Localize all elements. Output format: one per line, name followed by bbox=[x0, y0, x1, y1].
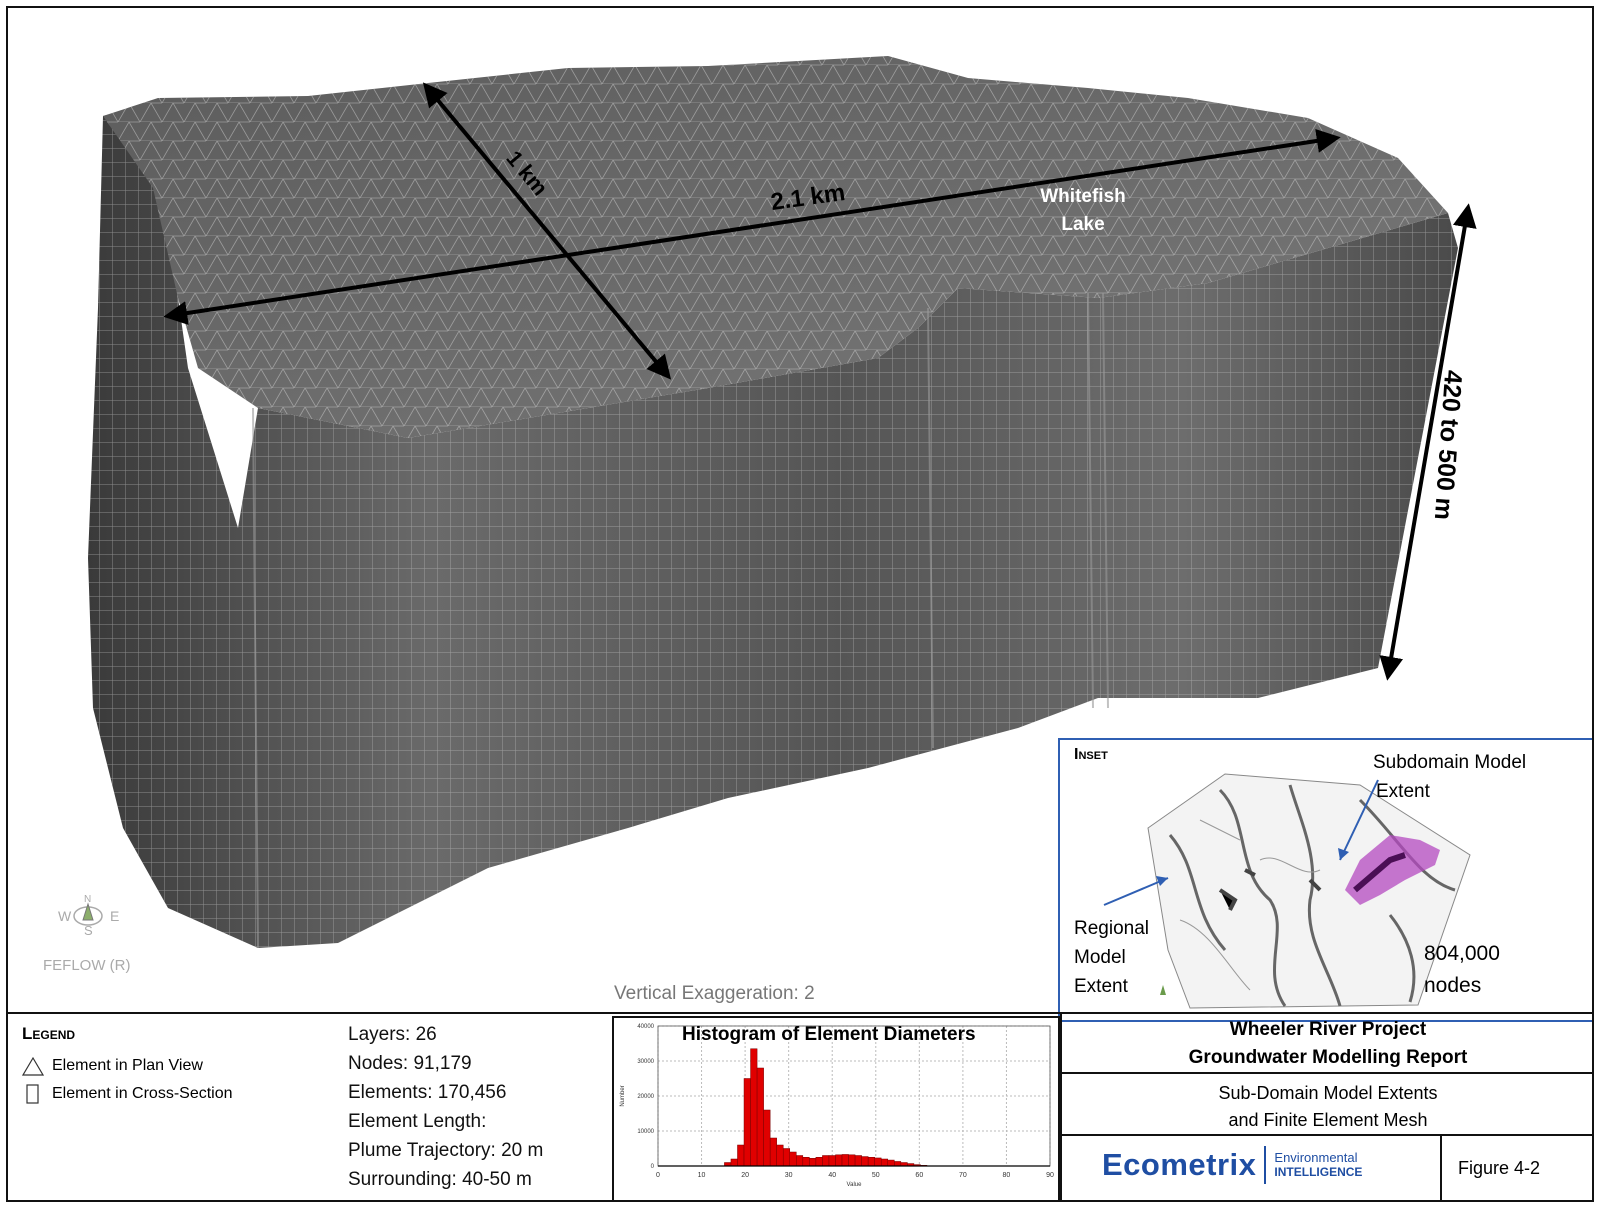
y-axis-label: Number bbox=[620, 1085, 626, 1106]
histogram-bar bbox=[841, 1154, 849, 1167]
stat-surrounding: Surrounding: 40-50 m bbox=[348, 1169, 532, 1190]
subdomain-label: Subdomain Model Extent bbox=[1373, 752, 1527, 802]
histogram-bar bbox=[796, 1155, 804, 1167]
stat-plume: Plume Trajectory: 20 m bbox=[348, 1140, 544, 1161]
histogram-bar bbox=[894, 1161, 902, 1167]
width-dimension-arrow bbox=[163, 129, 1341, 325]
bottom-strip bbox=[8, 1012, 1592, 1200]
legend-title: Legend bbox=[22, 1024, 76, 1043]
x-tick-label: 90 bbox=[1046, 1172, 1054, 1179]
histogram-bar bbox=[756, 1067, 764, 1167]
triangle-icon bbox=[22, 1056, 44, 1076]
histogram-bar bbox=[822, 1155, 830, 1167]
histogram-bar bbox=[835, 1154, 843, 1167]
regional-model-map bbox=[1147, 773, 1471, 1009]
histogram-bar bbox=[769, 1137, 777, 1167]
nodes-label: 804,000 nodes bbox=[1424, 942, 1500, 997]
svg-text:W: W bbox=[58, 908, 72, 924]
y-tick-label: 30000 bbox=[637, 1059, 654, 1065]
x-tick-label: 40 bbox=[828, 1172, 836, 1179]
histogram-bar bbox=[815, 1157, 823, 1167]
stat-layers: Layers: 26 bbox=[348, 1024, 437, 1045]
legend: Legend Element in Plan View Element in C… bbox=[22, 1024, 233, 1104]
histogram-bar bbox=[743, 1078, 751, 1167]
height-dimension-arrow bbox=[1379, 203, 1477, 681]
histogram-bar bbox=[809, 1158, 817, 1167]
lake-label-line2: Lake bbox=[1061, 214, 1104, 235]
rectangle-icon bbox=[26, 1084, 39, 1104]
mesh-stats: Layers: 26 Nodes: 91,179 Elements: 170,4… bbox=[348, 1020, 543, 1194]
svg-text:E: E bbox=[110, 908, 119, 924]
compass-icon: W E N S bbox=[58, 894, 119, 938]
legend-item-plan: Element in Plan View bbox=[22, 1056, 233, 1076]
x-tick-label: 30 bbox=[785, 1172, 793, 1179]
regional-label: Regional Model Extent bbox=[1074, 918, 1149, 997]
histogram-bar bbox=[854, 1155, 862, 1167]
figure-subtitle: Sub-Domain Model Extents and Finite Elem… bbox=[1062, 1074, 1592, 1136]
y-tick-label: 40000 bbox=[637, 1024, 654, 1030]
svg-text:S: S bbox=[84, 923, 93, 938]
histogram-bar bbox=[776, 1144, 784, 1167]
histogram-panel: 0 10 20 30 40 50 60 70 80 90 0 10000 20000 30000 40000… bbox=[612, 1016, 1060, 1200]
x-tick-label: 20 bbox=[741, 1172, 749, 1179]
x-tick-label: 70 bbox=[959, 1172, 967, 1179]
y-tick-label: 20000 bbox=[637, 1094, 654, 1100]
histogram-bar bbox=[730, 1158, 738, 1167]
histogram-bar bbox=[789, 1151, 797, 1167]
svg-text:N: N bbox=[84, 894, 91, 905]
histogram-bar bbox=[737, 1144, 745, 1167]
histogram-bar bbox=[828, 1155, 836, 1167]
legend-item-cross-section: Element in Cross-Section bbox=[22, 1084, 233, 1104]
figure-frame: 2.1 km 1 km 420 to 500 m Whitefish Lake … bbox=[6, 6, 1594, 1202]
stat-element-length: Element Length: bbox=[348, 1111, 487, 1132]
vertical-exaggeration: Vertical Exaggeration: 2 bbox=[614, 983, 815, 1004]
y-tick-label: 0 bbox=[651, 1164, 655, 1170]
ecometrix-logo: Ecometrix Environmental INTELLIGENCE bbox=[1102, 1146, 1363, 1184]
y-tick-label: 10000 bbox=[637, 1129, 654, 1135]
histogram-bar bbox=[874, 1157, 882, 1167]
x-tick-label: 0 bbox=[656, 1172, 660, 1179]
histogram-bar bbox=[867, 1157, 875, 1167]
stat-nodes: Nodes: 91,179 bbox=[348, 1053, 472, 1074]
x-tick-label: 10 bbox=[698, 1172, 706, 1179]
x-axis-label: Value bbox=[847, 1182, 863, 1188]
mesh-view: 2.1 km 1 km 420 to 500 m Whitefish Lake … bbox=[43, 56, 1477, 974]
stat-elements: Elements: 170,456 bbox=[348, 1082, 507, 1103]
histogram-bar bbox=[802, 1157, 810, 1167]
inset-panel: Inset Subdomain Model Extent Regi bbox=[1058, 738, 1592, 1022]
histogram-bar bbox=[782, 1148, 791, 1167]
histogram-bar bbox=[861, 1156, 869, 1167]
histogram-bar bbox=[887, 1159, 895, 1167]
lake-label-line1: Whitefish bbox=[1040, 186, 1126, 207]
x-tick-label: 60 bbox=[915, 1172, 923, 1179]
software-label: FEFLOW (R) bbox=[43, 957, 131, 974]
x-tick-label: 50 bbox=[872, 1172, 880, 1179]
title-block: Wheeler River Project Groundwater Modell… bbox=[1060, 1012, 1592, 1200]
project-title: Wheeler River Project Groundwater Modell… bbox=[1062, 1012, 1592, 1074]
figure-number: Figure 4-2 bbox=[1458, 1158, 1541, 1178]
depth-dimension-arrow bbox=[422, 82, 672, 380]
histogram-bar bbox=[848, 1154, 856, 1167]
histogram-chart: 0 10 20 30 40 50 60 70 80 90 0 10000 20000 30000 40000… bbox=[620, 1024, 1054, 1188]
histogram-title: Histogram of Element Diameters bbox=[682, 1024, 976, 1045]
x-tick-label: 80 bbox=[1003, 1172, 1011, 1179]
inset-title: Inset bbox=[1074, 746, 1108, 763]
histogram-bar bbox=[750, 1048, 758, 1167]
histogram-bar bbox=[880, 1158, 889, 1167]
histogram-bar bbox=[763, 1109, 771, 1167]
